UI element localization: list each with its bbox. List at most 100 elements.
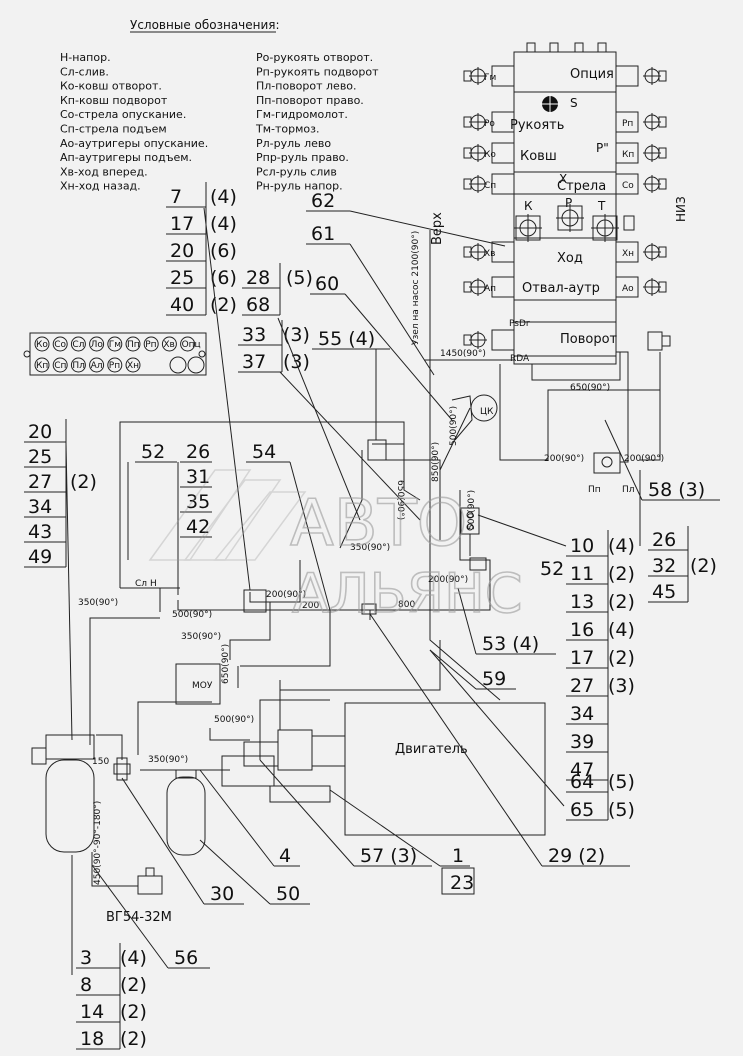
strip-port-icon <box>143 336 159 352</box>
port-label: Ко <box>484 150 496 160</box>
port-label: Со <box>622 181 634 191</box>
strip-port-label: Хн <box>127 361 139 371</box>
svg-text:650(90°): 650(90°) <box>395 480 405 520</box>
svg-text:52: 52 <box>540 558 564 580</box>
callout-quantity: (2) <box>120 1028 147 1050</box>
strip-port-label: Рп <box>109 361 120 371</box>
svg-text:4: 4 <box>279 845 291 867</box>
svg-text:57 (3): 57 (3) <box>360 845 417 867</box>
legend: Условные обозначения: Н-напор.Сл-слив.Ко… <box>60 18 379 193</box>
svg-text:61: 61 <box>311 223 335 245</box>
strip-port-label: Пп <box>127 340 140 350</box>
callout-number: 28 <box>246 267 270 289</box>
section-option: Опция <box>570 67 614 82</box>
callout-number: 25 <box>28 446 52 468</box>
strip-port-label: Ко <box>36 340 48 350</box>
legend-item: Кп-ковш подворот <box>60 94 168 107</box>
strip-port-label: Гм <box>109 340 121 350</box>
svg-text:55 (4): 55 (4) <box>318 328 375 350</box>
svg-text:Р: Р <box>565 196 572 210</box>
svg-text:42: 42 <box>186 516 210 538</box>
callout-number: 37 <box>242 351 266 373</box>
svg-text:60: 60 <box>315 273 339 295</box>
svg-text:29 (2): 29 (2) <box>548 845 605 867</box>
svg-text:200: 200 <box>302 601 319 611</box>
callout-number: 32 <box>652 555 676 577</box>
callout-number: 49 <box>28 546 52 568</box>
callout-quantity: (4) <box>210 186 237 208</box>
svg-text:500(90°): 500(90°) <box>467 490 477 530</box>
svg-text:56: 56 <box>174 947 198 969</box>
callout-number: 34 <box>570 703 594 725</box>
strip-port-icon <box>52 357 68 373</box>
callout-number: 45 <box>652 581 676 603</box>
legend-item: Ко-ковш отворот. <box>60 80 162 93</box>
callout-quantity: (2) <box>70 471 97 493</box>
section-boom: Стрела <box>557 179 606 194</box>
callout-quantity: (3) <box>283 324 310 346</box>
legend-item: Гм-гидромолот. <box>256 108 348 121</box>
strip-port-icon <box>89 336 105 352</box>
legend-item: Ап-аутригеры подъем. <box>60 151 192 164</box>
strip-port-icon <box>125 357 141 373</box>
callout-quantity: (3) <box>608 675 635 697</box>
strip-port-icon <box>34 357 50 373</box>
callout-quantity: (4) <box>120 947 147 969</box>
callout-number: 39 <box>570 731 594 753</box>
legend-item: Рп-рукоять подворот <box>256 65 379 78</box>
legend-item: Сп-стрела подъем <box>60 123 167 136</box>
svg-text:500(90°): 500(90°) <box>214 715 254 725</box>
callout-number: 65 <box>570 799 594 821</box>
legend-item: Хв-ход вперед. <box>60 165 148 178</box>
svg-text:500(90°): 500(90°) <box>449 406 459 446</box>
callout-number: 14 <box>80 1001 104 1023</box>
svg-text:850(90°): 850(90°) <box>431 442 441 482</box>
bottom-side-label: НИЗ <box>674 196 688 222</box>
strip-port-label: Сп <box>54 361 66 371</box>
legend-item: Хн-ход назад. <box>60 180 141 193</box>
legend-item: Со-стрела опускание. <box>60 108 186 121</box>
callouts: 52 26 31 35 42 54 62 61 60 55 (4) 58 (3)… <box>91 190 720 969</box>
callout-number: 27 <box>570 675 594 697</box>
callout-quantity: (4) <box>608 535 635 557</box>
callout-quantity: (6) <box>210 240 237 262</box>
accumulator-tank <box>166 776 206 856</box>
strip-port-icon <box>107 336 123 352</box>
svg-text:К: К <box>524 199 533 213</box>
svg-text:Сл: Сл <box>135 579 147 589</box>
strip-port-icon <box>180 336 196 352</box>
legend-item: Рпр-руль право. <box>256 151 349 164</box>
port-label: Рп <box>622 119 633 129</box>
svg-text:800: 800 <box>398 600 415 610</box>
callout-number: 16 <box>570 619 594 641</box>
legend-item: Сл-слив. <box>60 65 109 78</box>
svg-text:350(90°): 350(90°) <box>78 598 118 608</box>
section-swing: Поворот <box>560 332 618 347</box>
callout-number: 40 <box>170 294 194 316</box>
callout-number: 26 <box>652 529 676 551</box>
svg-text:350(90°): 350(90°) <box>350 543 390 553</box>
svg-text:1450(90°): 1450(90°) <box>440 349 486 359</box>
strip-port-icon <box>161 336 177 352</box>
legend-item: Рл-руль лево <box>256 137 331 150</box>
svg-text:52: 52 <box>141 441 165 463</box>
leader-lines <box>65 207 641 975</box>
callout-quantity: (3) <box>283 351 310 373</box>
section-travel: Ход <box>557 251 583 266</box>
port-label: Ап <box>484 284 496 294</box>
svg-text:200(90°): 200(90°) <box>624 454 664 464</box>
callout-quantity: (2) <box>210 294 237 316</box>
legend-item: Рн-руль напор. <box>256 180 343 193</box>
callout-quantity: (6) <box>210 267 237 289</box>
filter-label: ВГ54-32М <box>106 910 172 925</box>
svg-text:X: X <box>559 172 567 186</box>
strip-port-label: Пл <box>72 361 85 371</box>
port-label: Гм <box>484 73 496 83</box>
callout-quantity: (5) <box>286 267 313 289</box>
port-label: Кп <box>622 150 634 160</box>
callout-number: 20 <box>28 421 52 443</box>
svg-text:RDA: RDA <box>510 354 530 364</box>
